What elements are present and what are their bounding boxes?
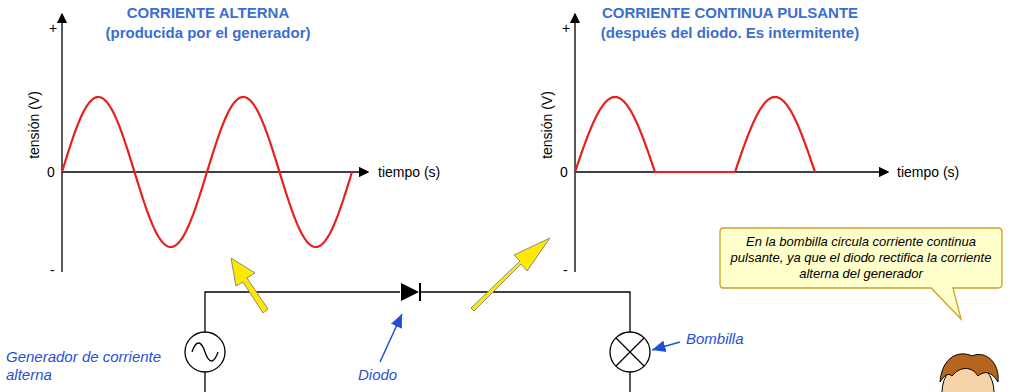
circuit-wire [205, 292, 630, 392]
axis-sign: - [50, 262, 55, 278]
axis-sign: - [563, 262, 568, 278]
yellow-pointer-arrow [231, 258, 268, 313]
bulb-symbol [610, 332, 650, 372]
axis-label: tiempo (s) [378, 164, 440, 180]
axis-label: tiempo (s) [897, 164, 959, 180]
leader-arrow [652, 342, 680, 350]
component-label: Diodo [358, 366, 397, 383]
graph-subtitle: (después del diodo. Es intermitente) [601, 24, 859, 41]
ac-graph-axes [62, 14, 368, 272]
ac-sine-wave [62, 97, 352, 247]
axis-label: tensión (V) [539, 91, 555, 159]
axis-zero: 0 [47, 164, 55, 180]
graph-title: CORRIENTE ALTERNA [127, 4, 290, 21]
ac-generator-symbol [185, 332, 225, 372]
leader-arrow [380, 314, 402, 362]
axis-label: tensión (V) [26, 91, 42, 159]
graph-subtitle: (producida por el generador) [105, 24, 310, 41]
component-label: Bombilla [686, 330, 744, 347]
diode-symbol [401, 283, 420, 301]
axis-sign: + [49, 20, 57, 36]
bubble-text: En la bombilla circula corriente continu… [730, 234, 992, 282]
cartoon-character [940, 354, 998, 392]
component-label: Generador de corriente alterna [6, 348, 166, 384]
yellow-pointer-arrow [471, 238, 550, 311]
speech-bubble: En la bombilla circula corriente continu… [720, 228, 1002, 288]
axis-zero: 0 [560, 164, 568, 180]
pulsating-wave [575, 97, 815, 172]
axis-sign: + [562, 20, 570, 36]
graph-title: CORRIENTE CONTINUA PULSANTE [602, 4, 858, 21]
